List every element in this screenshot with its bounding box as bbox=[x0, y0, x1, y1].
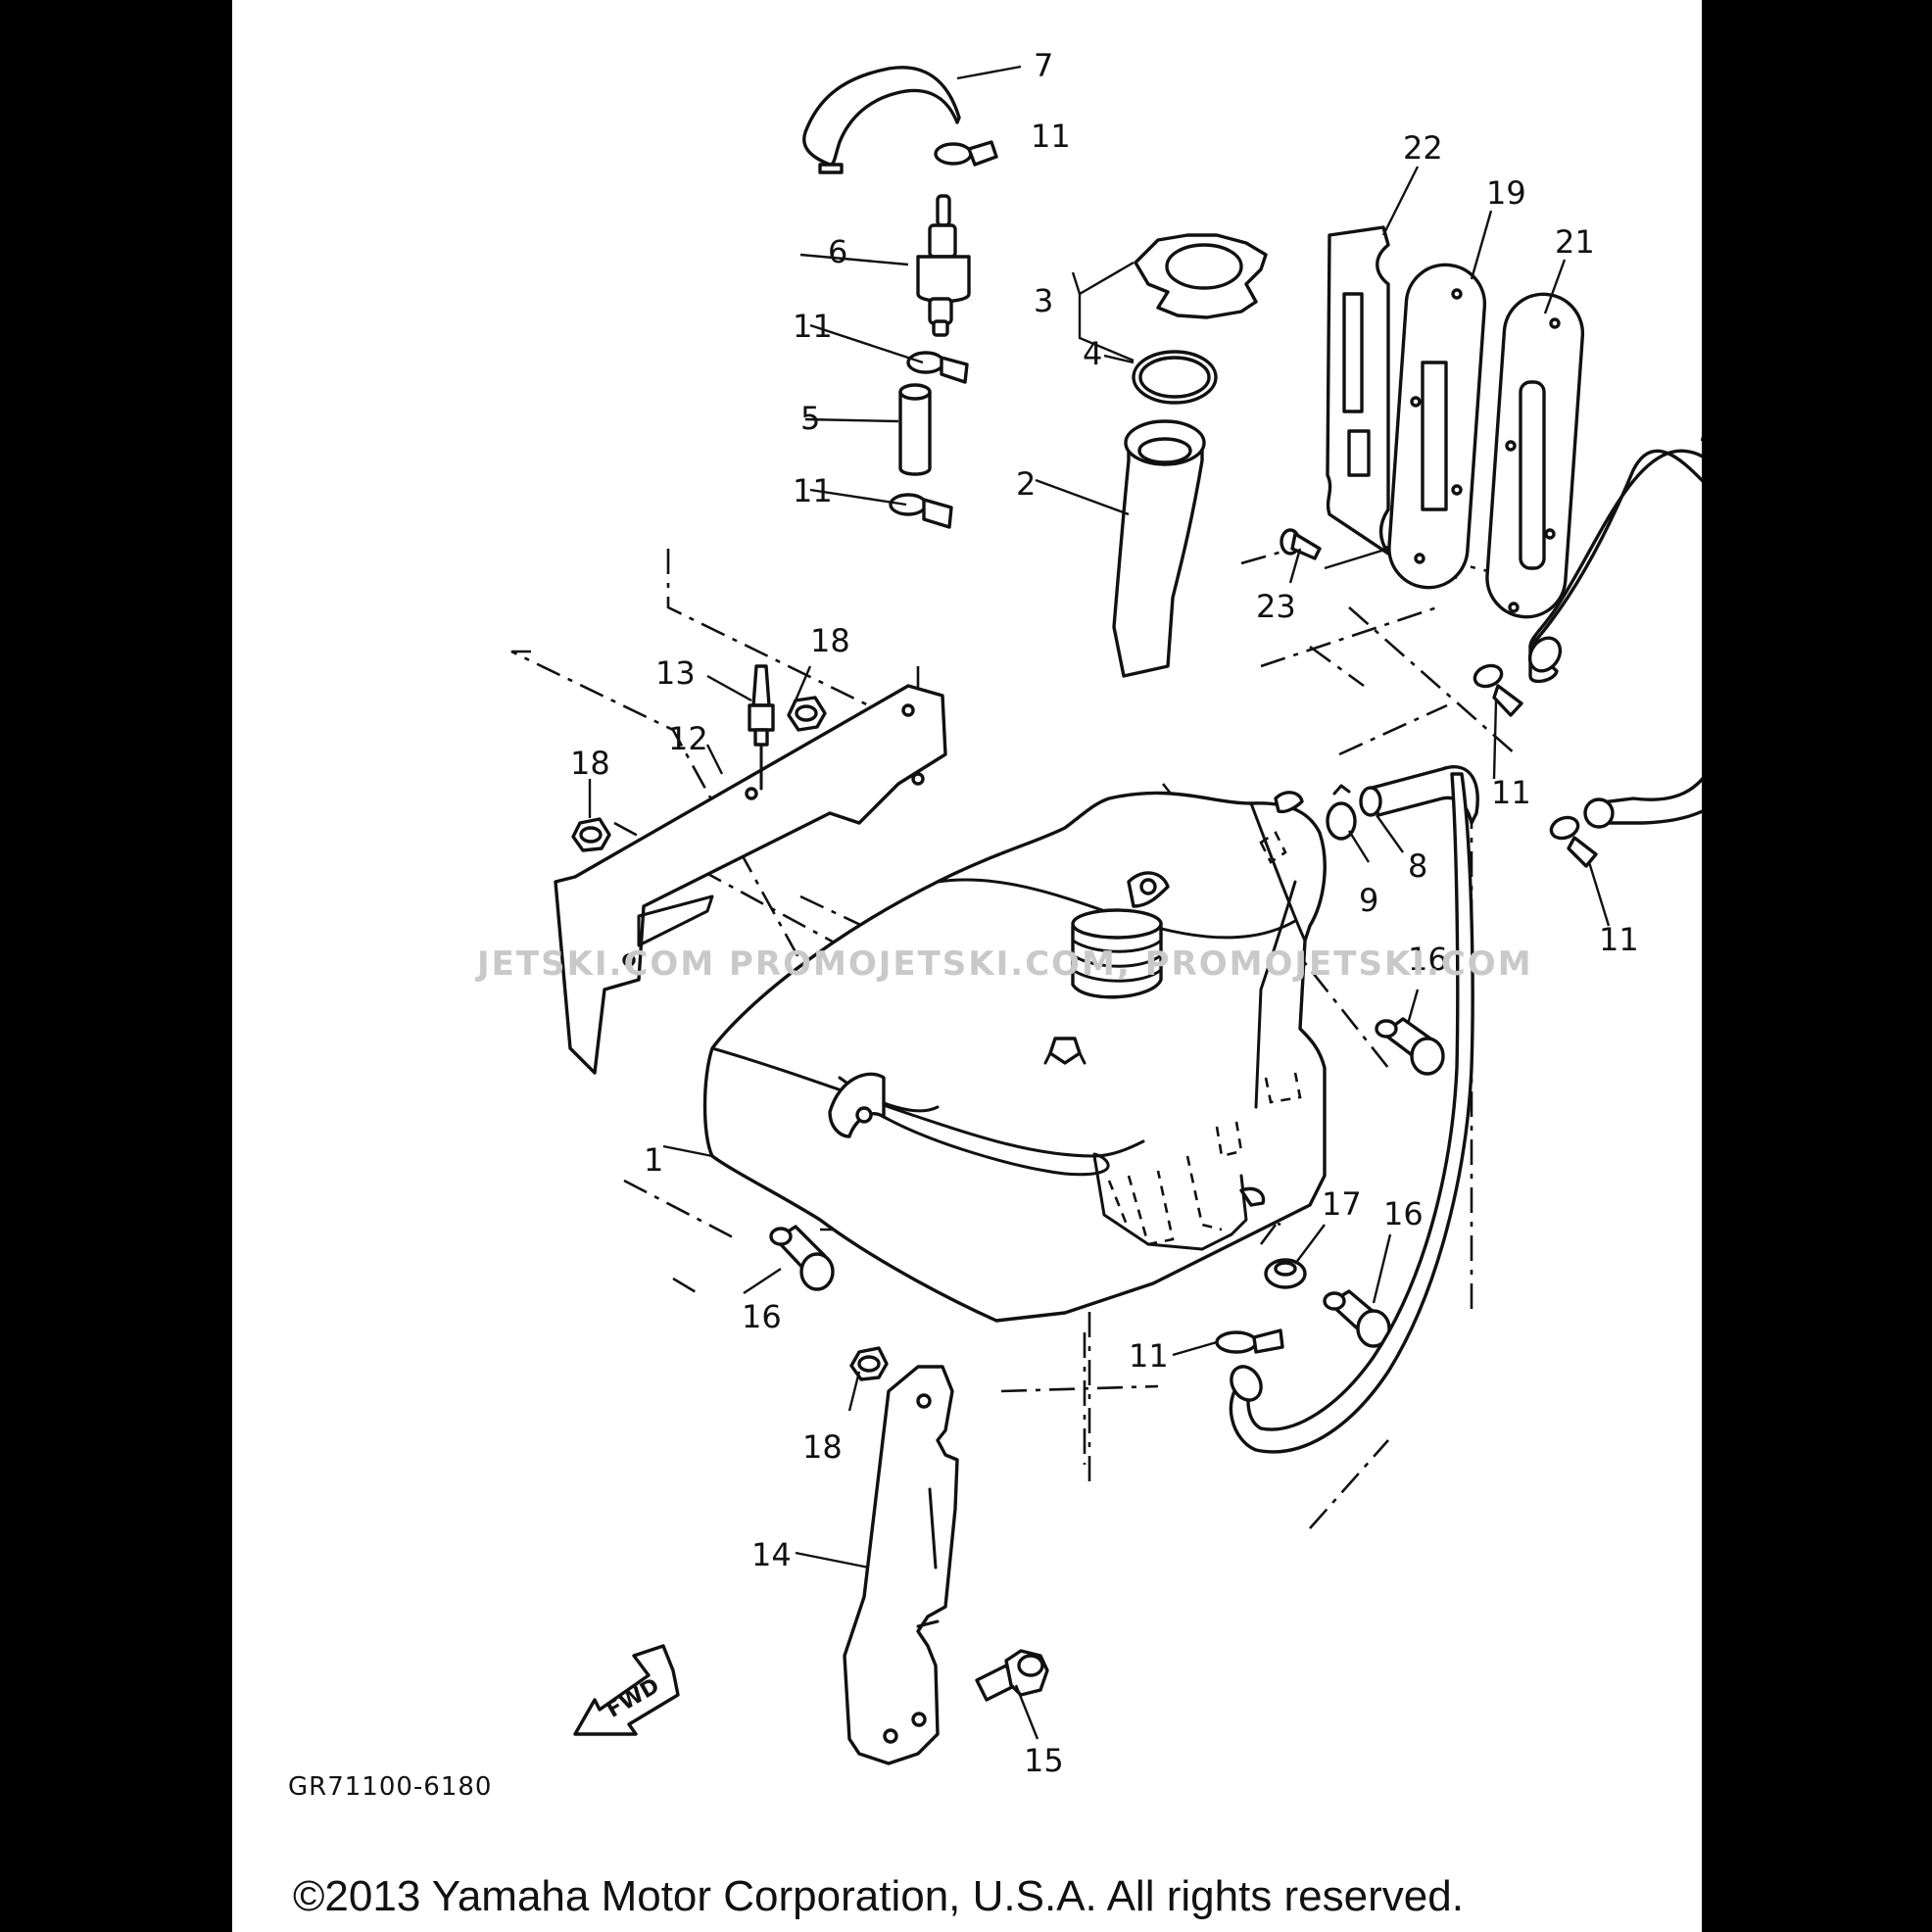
callout-18-b: 18 bbox=[570, 745, 610, 782]
stud-bolt-15 bbox=[975, 1649, 1049, 1702]
gasket-21 bbox=[1485, 292, 1585, 619]
hose-clamp-11-c bbox=[889, 493, 953, 529]
gasket-19 bbox=[1387, 263, 1487, 590]
tank-bracket-12 bbox=[554, 684, 947, 1075]
check-valve-6 bbox=[916, 194, 971, 337]
callout-8: 8 bbox=[1408, 847, 1427, 885]
callout-19: 19 bbox=[1486, 174, 1526, 212]
callout-18-a: 18 bbox=[810, 622, 850, 659]
bolt-16-a bbox=[1375, 1017, 1445, 1076]
nut-18-c bbox=[849, 1346, 889, 1381]
pin-13 bbox=[748, 664, 775, 791]
callout-11-f: 11 bbox=[1129, 1337, 1169, 1375]
callout-2: 2 bbox=[1016, 465, 1036, 503]
callout-9: 9 bbox=[1359, 882, 1378, 919]
callout-1: 1 bbox=[644, 1141, 663, 1179]
callout-11-d: 11 bbox=[1491, 774, 1531, 811]
check-valve-9 bbox=[1326, 784, 1357, 841]
filler-cap-3 bbox=[1134, 233, 1268, 319]
part-code: GR71100-6180 bbox=[288, 1772, 492, 1802]
hose-clamp-11-a bbox=[934, 140, 998, 167]
callout-23: 23 bbox=[1256, 588, 1296, 625]
callout-14: 14 bbox=[751, 1536, 792, 1573]
hose-clamp-11-d bbox=[1473, 663, 1523, 717]
lower-bracket-14 bbox=[843, 1365, 959, 1765]
filler-neck-2 bbox=[1112, 419, 1206, 678]
bolt-16-b bbox=[769, 1225, 835, 1291]
cover-plate-22 bbox=[1326, 225, 1390, 555]
nut-18-b bbox=[571, 817, 611, 852]
callout-16-c: 16 bbox=[1383, 1195, 1424, 1232]
callout-16-b: 16 bbox=[742, 1298, 782, 1335]
callout-16-a: 16 bbox=[1408, 941, 1448, 978]
callout-15: 15 bbox=[1024, 1742, 1064, 1779]
vent-hose-8 bbox=[1359, 765, 1479, 825]
callout-18-c: 18 bbox=[802, 1428, 843, 1466]
nut-18-a bbox=[787, 696, 827, 732]
callout-3: 3 bbox=[1034, 282, 1053, 319]
copyright-notice: ©2013 Yamaha Motor Corporation, U.S.A. A… bbox=[293, 1872, 1464, 1920]
callout-4: 4 bbox=[1083, 335, 1102, 372]
watermark: JETSKI.COM PROMOJETSKI.COM, PROMOJETSKI.… bbox=[475, 944, 1533, 984]
callout-11-a: 11 bbox=[1031, 118, 1071, 155]
callout-13: 13 bbox=[655, 654, 696, 692]
fuel-hose-10 bbox=[1527, 449, 1702, 829]
return-hose bbox=[1229, 772, 1474, 1454]
callout-21: 21 bbox=[1555, 223, 1595, 261]
breather-hose-7 bbox=[802, 66, 961, 174]
fuel-tank-1 bbox=[702, 791, 1327, 1323]
o-ring-4 bbox=[1132, 350, 1218, 405]
callout-11-b: 11 bbox=[793, 308, 833, 345]
callout-5: 5 bbox=[800, 400, 820, 437]
leader-lines bbox=[588, 65, 1702, 1740]
forward-arrow: FWD bbox=[573, 1644, 680, 1736]
callout-7: 7 bbox=[1034, 47, 1053, 84]
fuel-tank-exploded-diagram: FWD 7 1 bbox=[288, 47, 1702, 1920]
hose-clamp-11-b bbox=[906, 351, 969, 384]
diagram-sheet: FWD 7 1 bbox=[232, 0, 1702, 1932]
callout-11-c: 11 bbox=[793, 472, 833, 509]
hose-clamp-11-f bbox=[1215, 1328, 1284, 1354]
callout-11-e: 11 bbox=[1599, 921, 1639, 958]
callout-12: 12 bbox=[668, 720, 708, 757]
grommet-17 bbox=[1264, 1258, 1307, 1289]
hose-clamp-11-e bbox=[1549, 815, 1598, 868]
callout-6: 6 bbox=[828, 233, 847, 270]
screw-23 bbox=[1280, 528, 1322, 560]
callout-22: 22 bbox=[1403, 129, 1443, 167]
short-hose-5 bbox=[898, 383, 932, 476]
bolt-16-c bbox=[1323, 1289, 1391, 1348]
callout-17: 17 bbox=[1322, 1185, 1362, 1223]
callouts: 7 11 6 3 11 4 5 11 2 22 19 21 10 20 23 1… bbox=[570, 47, 1639, 1779]
